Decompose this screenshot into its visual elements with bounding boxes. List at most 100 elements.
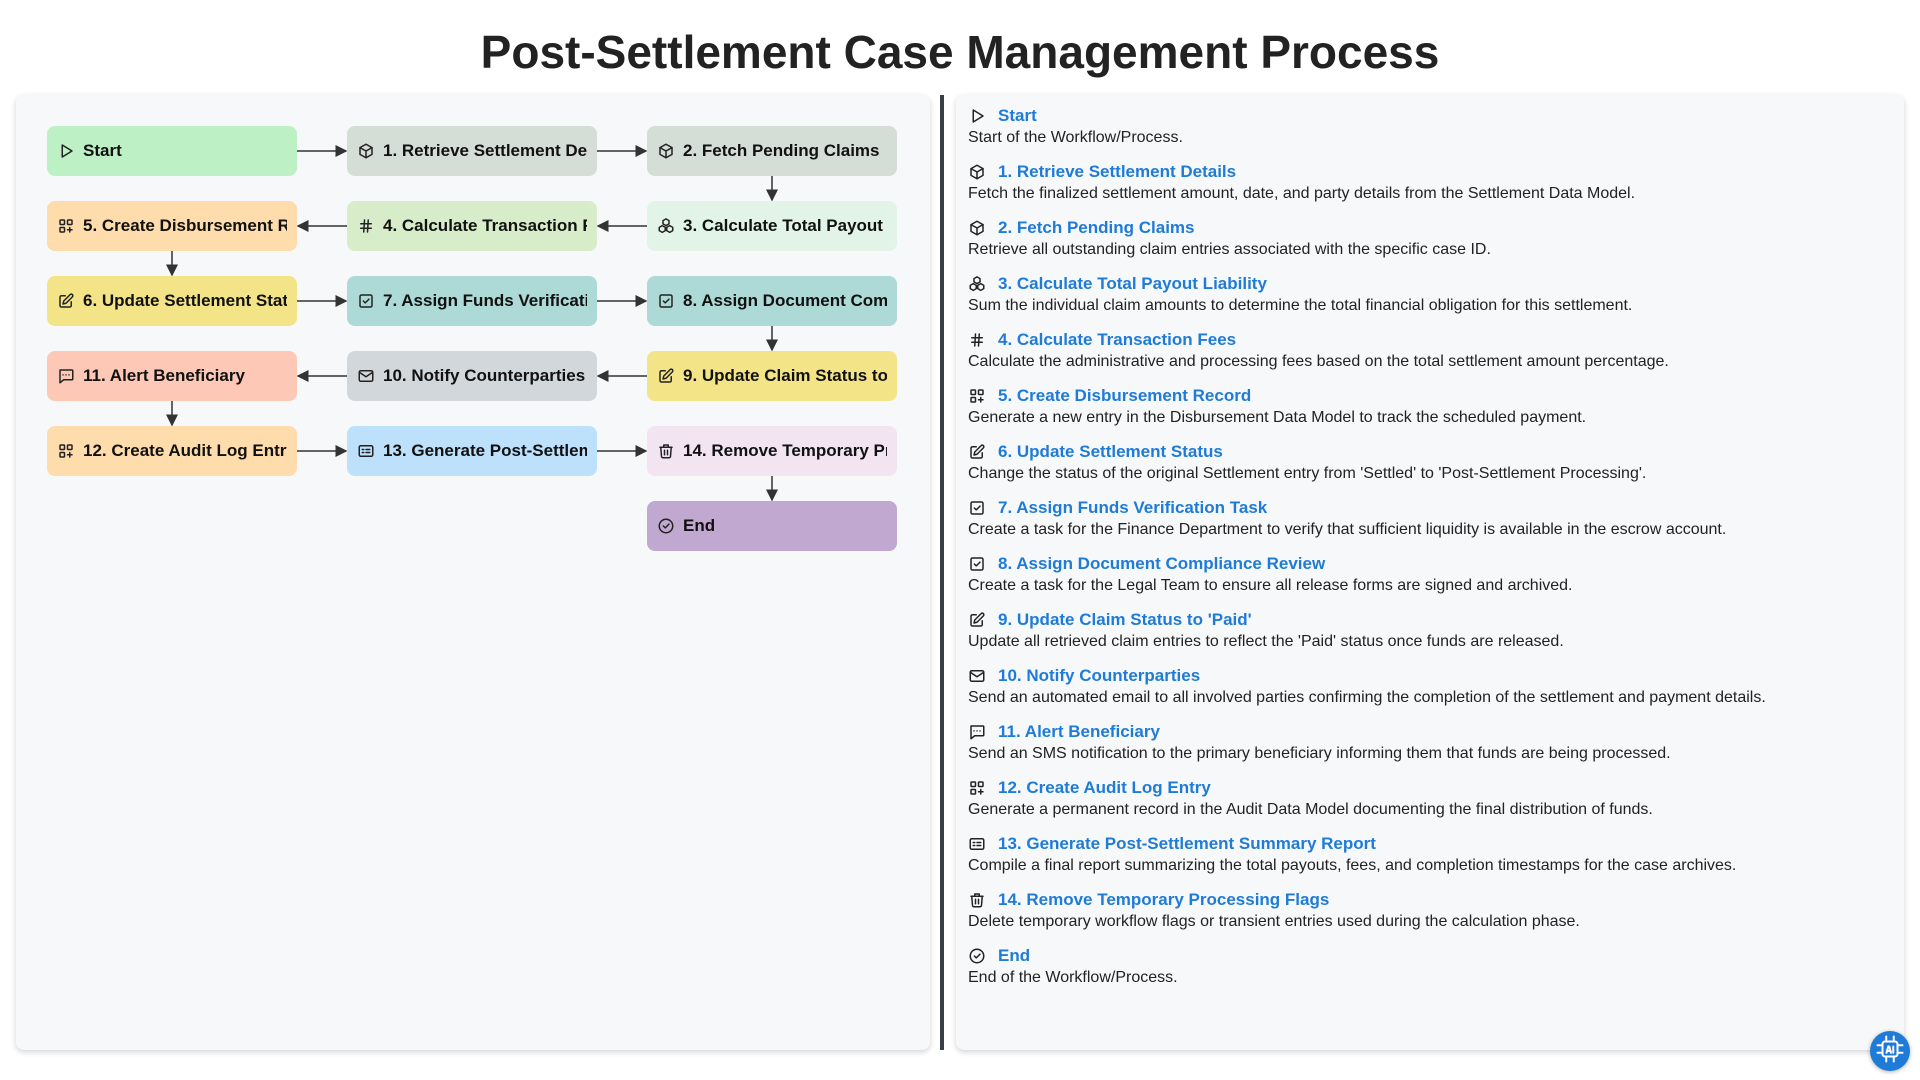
flow-node-n6[interactable]: 6. Update Settlement Status bbox=[47, 276, 297, 326]
description-title-link[interactable]: 4. Calculate Transaction Fees bbox=[968, 329, 1892, 351]
checkbox-icon bbox=[968, 499, 986, 517]
sms-icon bbox=[57, 367, 75, 385]
mail-icon bbox=[968, 667, 986, 685]
flow-node-n9[interactable]: 9. Update Claim Status to 'Paid' bbox=[647, 351, 897, 401]
flow-node-n5[interactable]: 5. Create Disbursement Record bbox=[47, 201, 297, 251]
description-title-text: Start bbox=[998, 106, 1037, 125]
hash-icon bbox=[968, 331, 986, 349]
flow-node-n3[interactable]: 3. Calculate Total Payout Liability bbox=[647, 201, 897, 251]
flow-node-n12[interactable]: 12. Create Audit Log Entry bbox=[47, 426, 297, 476]
flow-node-start[interactable]: Start bbox=[47, 126, 297, 176]
description-title-link[interactable]: 12. Create Audit Log Entry bbox=[968, 777, 1892, 799]
flow-node-n1[interactable]: 1. Retrieve Settlement Details bbox=[347, 126, 597, 176]
flow-node-label: 9. Update Claim Status to 'Paid' bbox=[683, 366, 887, 385]
description-title-text: 9. Update Claim Status to 'Paid' bbox=[998, 610, 1252, 629]
flow-node-n8[interactable]: 8. Assign Document Compliance Review bbox=[647, 276, 897, 326]
flow-node-n11[interactable]: 11. Alert Beneficiary bbox=[47, 351, 297, 401]
flow-node-label: 3. Calculate Total Payout Liability bbox=[683, 216, 887, 235]
grid-add-icon bbox=[57, 442, 75, 460]
description-text: Create a task for the Finance Department… bbox=[968, 521, 1727, 538]
flow-node-label: 4. Calculate Transaction Fees bbox=[383, 216, 587, 235]
description-title-link[interactable]: 1. Retrieve Settlement Details bbox=[968, 161, 1892, 183]
flow-node-n7[interactable]: 7. Assign Funds Verification Task bbox=[347, 276, 597, 326]
description-title-link[interactable]: Start bbox=[968, 105, 1892, 127]
edit-icon bbox=[657, 367, 675, 385]
description-title-text: 4. Calculate Transaction Fees bbox=[998, 330, 1237, 349]
description-text: Send an SMS notification to the primary … bbox=[968, 745, 1671, 762]
description-text: Fetch the finalized settlement amount, d… bbox=[968, 185, 1636, 202]
flow-node-label: 5. Create Disbursement Record bbox=[83, 216, 287, 235]
flow-node-label: 10. Notify Counterparties bbox=[383, 366, 586, 385]
description-text: Send an automated email to all involved … bbox=[968, 689, 1766, 706]
description-title-link[interactable]: 5. Create Disbursement Record bbox=[968, 385, 1892, 407]
cubes-icon bbox=[657, 217, 675, 235]
description-title-link[interactable]: 10. Notify Counterparties bbox=[968, 665, 1892, 687]
flow-node-label: 8. Assign Document Compliance Review bbox=[683, 291, 887, 310]
page-title: Post-Settlement Case Management Process bbox=[480, 26, 1440, 78]
description-text: Change the status of the original Settle… bbox=[968, 465, 1647, 482]
description-title-link[interactable]: 8. Assign Document Compliance Review bbox=[968, 553, 1892, 575]
description-title-text: 10. Notify Counterparties bbox=[998, 666, 1201, 685]
description-title-text: 6. Update Settlement Status bbox=[998, 442, 1223, 461]
description-text: End of the Workflow/Process. bbox=[968, 969, 1178, 986]
flow-node-n10[interactable]: 10. Notify Counterparties bbox=[347, 351, 597, 401]
flow-node-n14[interactable]: 14. Remove Temporary Processing Flags bbox=[647, 426, 897, 476]
description-title-text: 8. Assign Document Compliance Review bbox=[998, 554, 1326, 573]
flow-node-label: 13. Generate Post-Settlement Summary Rep… bbox=[383, 441, 587, 460]
description-title-link[interactable]: 6. Update Settlement Status bbox=[968, 441, 1892, 463]
flow-node-n2[interactable]: 2. Fetch Pending Claims bbox=[647, 126, 897, 176]
hash-icon bbox=[357, 217, 375, 235]
ai-assistant-button[interactable] bbox=[1870, 1031, 1910, 1071]
panel-divider[interactable] bbox=[940, 95, 944, 1050]
grid-add-icon bbox=[968, 387, 986, 405]
description-title-link[interactable]: 2. Fetch Pending Claims bbox=[968, 217, 1892, 239]
flow-node-label: 6. Update Settlement Status bbox=[83, 291, 287, 310]
description-title-link[interactable]: 9. Update Claim Status to 'Paid' bbox=[968, 609, 1892, 631]
report-icon bbox=[357, 442, 375, 460]
checkbox-icon bbox=[968, 555, 986, 573]
description-title-link[interactable]: End bbox=[968, 945, 1892, 967]
description-title-text: 5. Create Disbursement Record bbox=[998, 386, 1252, 405]
description-title-link[interactable]: 7. Assign Funds Verification Task bbox=[968, 497, 1892, 519]
edit-icon bbox=[968, 611, 986, 629]
description-title-text: 11. Alert Beneficiary bbox=[998, 722, 1160, 741]
cube-icon bbox=[657, 142, 675, 160]
flow-node-label: 7. Assign Funds Verification Task bbox=[383, 291, 587, 310]
description-text: Sum the individual claim amounts to dete… bbox=[968, 297, 1633, 314]
description-text: Retrieve all outstanding claim entries a… bbox=[968, 241, 1491, 258]
flow-connectors bbox=[166, 145, 778, 502]
description-title-text: 1. Retrieve Settlement Details bbox=[998, 162, 1237, 181]
edit-icon bbox=[57, 292, 75, 310]
description-title-link[interactable]: 11. Alert Beneficiary bbox=[968, 721, 1892, 743]
description-title-link[interactable]: 13. Generate Post-Settlement Summary Rep… bbox=[968, 833, 1892, 855]
cube-icon bbox=[968, 163, 986, 181]
play-icon bbox=[968, 107, 986, 125]
description-title-link[interactable]: 3. Calculate Total Payout Liability bbox=[968, 273, 1892, 295]
description-text: Generate a new entry in the Disbursement… bbox=[968, 409, 1587, 426]
flow-node-end[interactable]: End bbox=[647, 501, 897, 551]
edit-icon bbox=[968, 443, 986, 461]
description-title-text: End bbox=[998, 946, 1031, 965]
flow-node-n4[interactable]: 4. Calculate Transaction Fees bbox=[347, 201, 597, 251]
cube-icon bbox=[357, 142, 375, 160]
description-text: Update all retrieved claim entries to re… bbox=[968, 633, 1564, 650]
sms-icon bbox=[968, 723, 986, 741]
trash-icon bbox=[968, 891, 986, 909]
flow-node-n13[interactable]: 13. Generate Post-Settlement Summary Rep… bbox=[347, 426, 597, 476]
play-icon bbox=[57, 142, 75, 160]
description-title-link[interactable]: 14. Remove Temporary Processing Flags bbox=[968, 889, 1892, 911]
description-text: Generate a permanent record in the Audit… bbox=[968, 801, 1653, 818]
